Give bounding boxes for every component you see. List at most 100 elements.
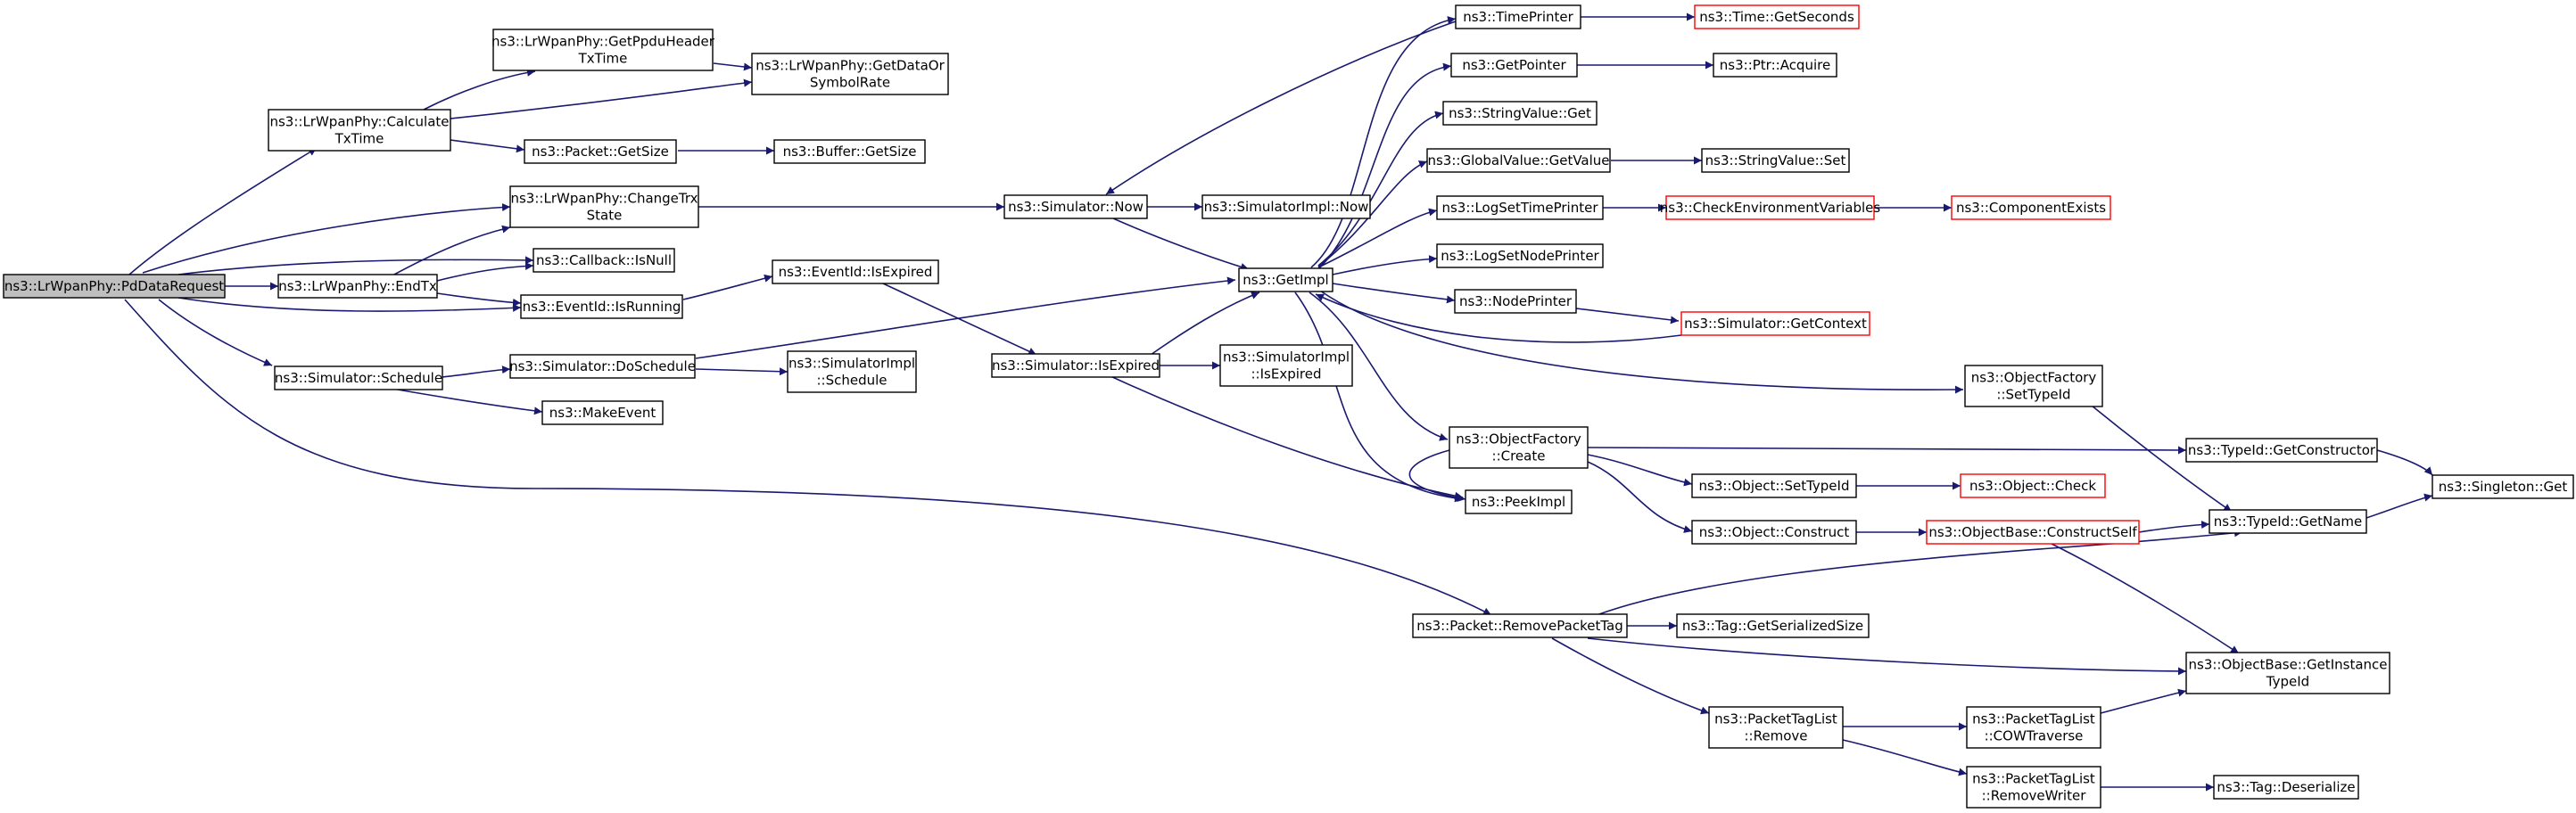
node-box[interactable] [1708, 706, 1844, 749]
node-ptlwriter[interactable]: ns3::PacketTagList::RemoveWriter [1966, 766, 2101, 809]
node-bufsize[interactable]: ns3::Buffer::GetSize [773, 139, 926, 164]
node-getcontext[interactable]: ns3::Simulator::GetContext [1680, 311, 1870, 336]
node-box[interactable] [751, 53, 949, 95]
node-box[interactable] [274, 365, 443, 390]
node-simexpired[interactable]: ns3::Simulator::IsExpired [991, 353, 1160, 378]
node-box[interactable] [1450, 53, 1578, 78]
node-box[interactable] [1449, 426, 1589, 469]
node-box[interactable] [1691, 473, 1857, 498]
node-root[interactable]: ns3::LrWpanPhy::PdDataRequest [3, 274, 226, 299]
node-ofcreate[interactable]: ns3::ObjectFactory::Create [1449, 426, 1589, 469]
node-makeevent[interactable]: ns3::MakeEvent [541, 400, 664, 425]
node-ptlcow[interactable]: ns3::PacketTagList::COWTraverse [1966, 706, 2101, 749]
node-simimplsched[interactable]: ns3::SimulatorImpl::Schedule [787, 350, 917, 393]
node-endtx[interactable]: ns3::LrWpanPhy::EndTx [277, 274, 438, 299]
node-box[interactable] [277, 274, 438, 299]
node-box[interactable] [520, 294, 683, 319]
node-timeprinter[interactable]: ns3::TimePrinter [1455, 4, 1581, 29]
node-ptracquire[interactable]: ns3::Ptr::Acquire [1713, 53, 1837, 78]
node-box[interactable] [524, 139, 677, 164]
node-box[interactable] [1960, 473, 2106, 498]
node-pktsize[interactable]: ns3::Packet::GetSize [524, 139, 677, 164]
node-ofsettype[interactable]: ns3::ObjectFactory::SetTypeId [1964, 365, 2103, 407]
node-box[interactable] [1926, 520, 2140, 545]
node-box[interactable] [1676, 613, 1870, 638]
node-cbnull[interactable]: ns3::Callback::IsNull [533, 248, 675, 273]
node-box[interactable] [1201, 194, 1371, 219]
node-box[interactable] [1966, 766, 2101, 809]
node-lognode[interactable]: ns3::LogSetNodePrinter [1436, 243, 1604, 268]
node-box[interactable] [2209, 509, 2367, 534]
node-box[interactable] [541, 400, 664, 425]
node-box[interactable] [509, 185, 699, 228]
node-box[interactable] [1691, 520, 1857, 545]
node-ptlremove[interactable]: ns3::PacketTagList::Remove [1708, 706, 1844, 749]
node-typegetname[interactable]: ns3::TypeId::GetName [2209, 509, 2367, 534]
node-box[interactable] [1455, 4, 1581, 29]
node-evexpired[interactable]: ns3::EventId::IsExpired [772, 259, 939, 284]
node-box[interactable] [2185, 438, 2378, 463]
node-dosched[interactable]: ns3::Simulator::DoSchedule [509, 354, 696, 379]
node-tagdeser[interactable]: ns3::Tag::Deserialize [2213, 775, 2359, 800]
node-simimplexpired[interactable]: ns3::SimulatorImpl::IsExpired [1219, 344, 1353, 387]
node-box[interactable] [2213, 775, 2359, 800]
node-box[interactable] [268, 109, 451, 152]
node-logtime[interactable]: ns3::LogSetTimePrinter [1436, 195, 1604, 220]
node-box[interactable] [2185, 652, 2390, 694]
node-obconstructself[interactable]: ns3::ObjectBase::ConstructSelf [1926, 520, 2140, 545]
node-box[interactable] [492, 29, 714, 71]
node-box[interactable] [2432, 474, 2574, 499]
node-box[interactable] [1219, 344, 1353, 387]
node-box[interactable] [1465, 489, 1573, 514]
node-nodeprinter[interactable]: ns3::NodePrinter [1454, 289, 1577, 314]
node-box[interactable] [3, 274, 226, 299]
node-box[interactable] [1436, 195, 1604, 220]
node-box[interactable] [991, 353, 1160, 378]
node-box[interactable] [1713, 53, 1837, 78]
node-box[interactable] [1238, 267, 1333, 292]
node-getseconds[interactable]: ns3::Time::GetSeconds [1694, 4, 1860, 29]
node-tagserial[interactable]: ns3::Tag::GetSerializedSize [1676, 613, 1870, 638]
node-strset[interactable]: ns3::StringValue::Set [1701, 148, 1850, 173]
node-box[interactable] [1694, 4, 1860, 29]
node-removetag[interactable]: ns3::Packet::RemovePacketTag [1412, 613, 1628, 638]
node-box[interactable] [1003, 194, 1148, 219]
node-box[interactable] [1951, 195, 2111, 220]
node-evrunning[interactable]: ns3::EventId::IsRunning [520, 294, 683, 319]
node-schedule[interactable]: ns3::Simulator::Schedule [274, 365, 443, 390]
node-box[interactable] [1436, 243, 1604, 268]
node-box[interactable] [772, 259, 939, 284]
node-box[interactable] [1454, 289, 1577, 314]
node-simnow[interactable]: ns3::Simulator::Now [1003, 194, 1148, 219]
node-box[interactable] [509, 354, 696, 379]
node-peekimpl[interactable]: ns3::PeekImpl [1465, 489, 1573, 514]
node-compexists[interactable]: ns3::ComponentExists [1951, 195, 2111, 220]
node-box[interactable] [533, 248, 675, 273]
node-objconstruct[interactable]: ns3::Object::Construct [1691, 520, 1857, 545]
node-objcheck[interactable]: ns3::Object::Check [1960, 473, 2106, 498]
node-getctor[interactable]: ns3::TypeId::GetConstructor [2185, 438, 2378, 463]
node-getpointer[interactable]: ns3::GetPointer [1450, 53, 1578, 78]
node-box[interactable] [1442, 101, 1598, 126]
node-strget[interactable]: ns3::StringValue::Get [1442, 101, 1598, 126]
node-box[interactable] [1680, 311, 1870, 336]
node-box[interactable] [1426, 148, 1611, 173]
node-box[interactable] [787, 350, 917, 393]
node-singleton[interactable]: ns3::Singleton::Get [2432, 474, 2574, 499]
node-objsettype[interactable]: ns3::Object::SetTypeId [1691, 473, 1857, 498]
node-box[interactable] [1665, 195, 1875, 220]
node-box[interactable] [1701, 148, 1850, 173]
node-box[interactable] [1966, 706, 2101, 749]
node-globalget[interactable]: ns3::GlobalValue::GetValue [1426, 148, 1611, 173]
node-getimpl[interactable]: ns3::GetImpl [1238, 267, 1333, 292]
node-checkenv[interactable]: ns3::CheckEnvironmentVariables [1660, 195, 1881, 220]
node-box[interactable] [1964, 365, 2103, 407]
node-simimplnow[interactable]: ns3::SimulatorImpl::Now [1201, 194, 1371, 219]
node-box[interactable] [1412, 613, 1628, 638]
node-box[interactable] [773, 139, 926, 164]
